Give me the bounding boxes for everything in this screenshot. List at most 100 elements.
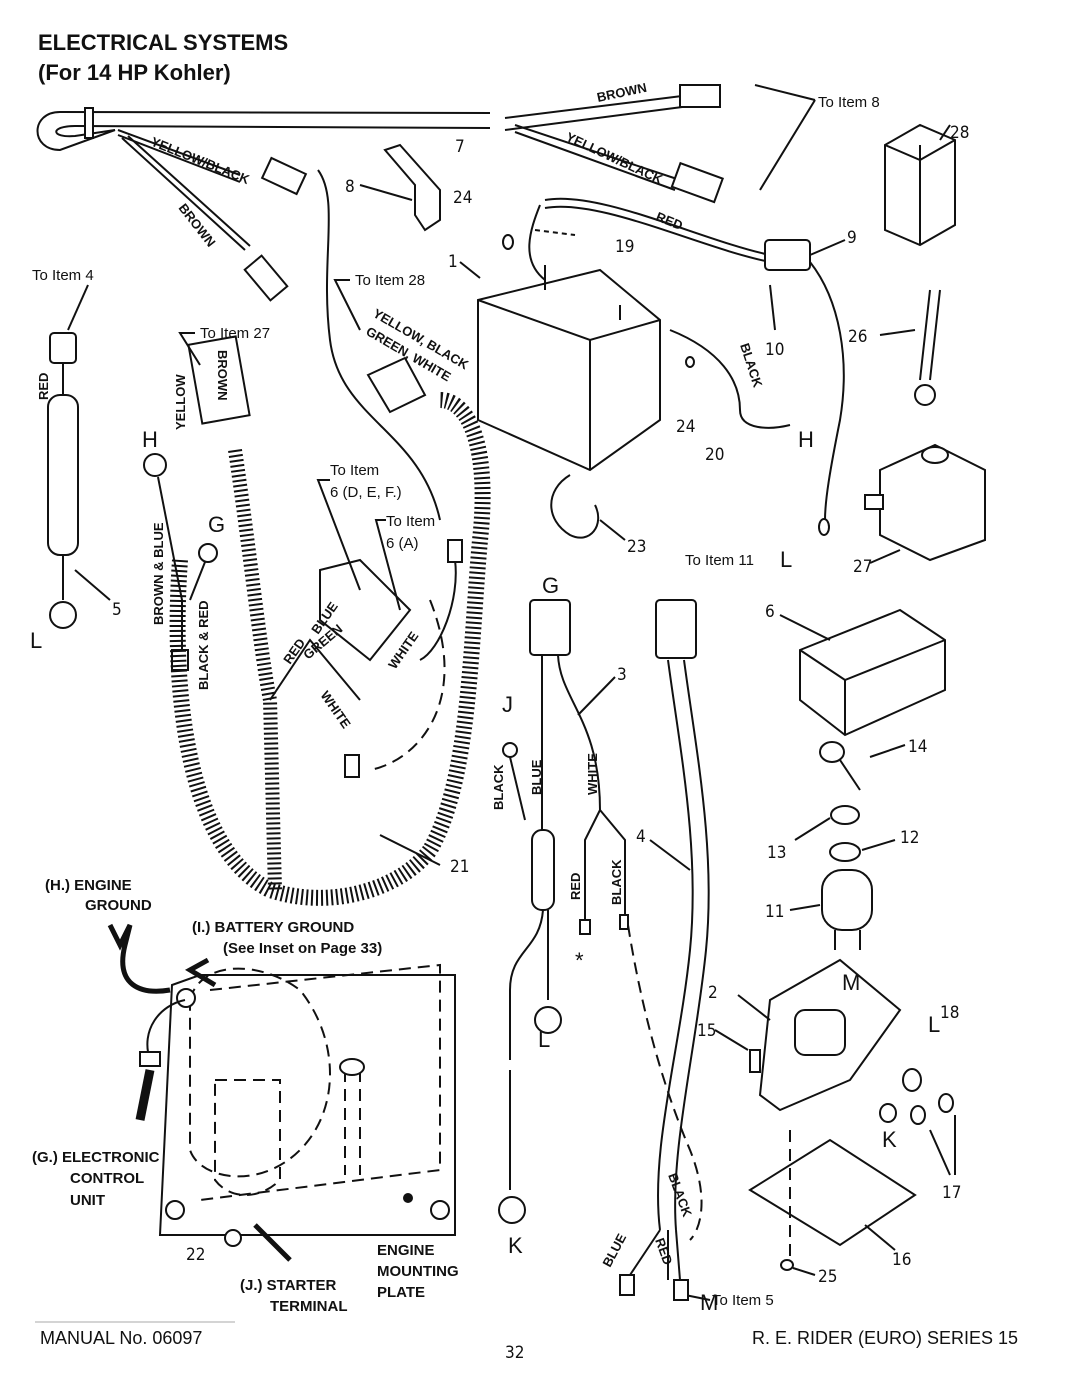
part-number-5: 5 — [112, 600, 122, 620]
part-number-11: 11 — [765, 902, 784, 922]
wire-label-white-harness-2: WHITE — [318, 688, 354, 731]
inset-engine-ground-1: (H.) ENGINE — [45, 877, 132, 894]
callout-to-item-6def-2: 6 (D, E, F.) — [330, 484, 402, 501]
key-14 — [819, 741, 861, 791]
wire-label-red-fuse: RED — [36, 373, 51, 400]
engine-mounting-plate-inset — [107, 923, 456, 1262]
part-number-17: 17 — [942, 1183, 961, 1203]
wiring-harness-21 — [169, 335, 491, 906]
letter-g-mid: G — [542, 573, 559, 598]
wire-label-red-4: RED — [652, 1236, 675, 1267]
nut-24-top — [502, 234, 514, 250]
inset-plate-1: ENGINE — [377, 1242, 435, 1259]
letter-m-bottom: M — [700, 1290, 718, 1315]
inset-ecu-3: UNIT — [70, 1192, 105, 1209]
footer-series: R. E. RIDER (EURO) SERIES 15 — [752, 1328, 1018, 1348]
fuse-holder-9 — [764, 239, 811, 271]
wire-label-black-battery: BLACK — [737, 341, 766, 389]
part-number-3: 3 — [617, 665, 627, 685]
callout-to-item-6a-2: 6 (A) — [386, 535, 419, 552]
wire-label-red-battery: RED — [654, 209, 685, 233]
decal-16 — [748, 1138, 917, 1247]
clip-26 — [919, 289, 941, 381]
letter-l-switch: L — [928, 1012, 940, 1037]
letter-g-left: G — [208, 512, 225, 537]
part-number-27: 27 — [853, 557, 872, 577]
letter-m-switch: M — [842, 970, 860, 995]
part-number-19: 19 — [615, 237, 634, 257]
part-number-18: 18 — [940, 1003, 959, 1023]
main-wire-harness-7 — [36, 84, 724, 521]
part-number-7: 7 — [455, 137, 465, 157]
cable-3 — [498, 599, 629, 1224]
footer-manual-number: MANUAL No. 06097 — [40, 1328, 202, 1348]
inset-ecu-1: (G.) ELECTRONIC — [32, 1149, 160, 1166]
part-number-2: 2 — [708, 983, 718, 1003]
inset-battery-ground-1: (I.) BATTERY GROUND — [192, 919, 354, 936]
cable-4 — [619, 599, 710, 1301]
part-number-13: 13 — [767, 843, 786, 863]
wire-label-white-g: WHITE — [585, 753, 600, 795]
nut-13 — [830, 805, 860, 825]
callout-to-item-6a-1: To Item — [386, 513, 435, 530]
nut-25 — [780, 1259, 794, 1271]
part-number-1: 1 — [448, 252, 458, 272]
part-number-25: 25 — [818, 1267, 837, 1287]
title-line2: (For 14 HP Kohler) — [38, 60, 231, 85]
switch-27 — [864, 443, 986, 562]
part-number-23: 23 — [627, 537, 646, 557]
callout-to-item-27: To Item 27 — [200, 325, 270, 342]
washer-18 — [902, 1068, 922, 1092]
letter-h-right: H — [798, 427, 814, 452]
letter-j-mid: J — [502, 692, 513, 717]
part-number-6: 6 — [765, 602, 775, 622]
part-number-9: 9 — [847, 228, 857, 248]
bracket-8 — [359, 143, 441, 232]
mounting-bracket-2 — [758, 958, 902, 1112]
wire-label-yellow-connector: YELLOW — [173, 374, 188, 430]
nut-22 — [224, 1229, 242, 1247]
wire-label-yellow-black-right: YELLOW/BLACK — [564, 129, 666, 187]
callout-to-item-5: To Item 5 — [712, 1292, 774, 1309]
callout-to-item-6def-1: To Item — [330, 462, 379, 479]
inset-starter-2: TERMINAL — [270, 1298, 348, 1315]
part-number-20: 20 — [705, 445, 724, 465]
letter-h-left: H — [142, 427, 158, 452]
part-number-10: 10 — [765, 340, 784, 360]
connector-6 — [799, 608, 946, 737]
asterisk-mark: * — [575, 948, 584, 973]
washer-12 — [829, 842, 861, 862]
wire-label-black-g2: BLACK — [609, 859, 624, 905]
callout-to-item-8: To Item 8 — [818, 94, 880, 111]
footer-page-number: 32 — [505, 1343, 524, 1363]
wire-label-yellow-black-left: YELLOW/BLACK — [149, 134, 252, 187]
letter-l-mid: L — [538, 1027, 550, 1052]
part-number-15: 15 — [697, 1021, 716, 1041]
part-number-14: 14 — [908, 737, 927, 757]
wire-label-black-g: BLACK — [491, 764, 506, 810]
clip-23 — [550, 474, 600, 539]
inset-engine-ground-2: GROUND — [85, 897, 152, 914]
part-number-12: 12 — [900, 828, 919, 848]
inset-plate-3: PLATE — [377, 1284, 425, 1301]
letter-k-switch: K — [882, 1127, 897, 1152]
relay-28 — [884, 123, 956, 247]
wire-label-brown-left: BROWN — [176, 201, 219, 250]
inset-battery-ground-2: (See Inset on Page 33) — [223, 940, 382, 957]
part-number-22: 22 — [186, 1245, 205, 1265]
letter-k-mid: K — [508, 1233, 523, 1258]
wire-label-black-red: BLACK & RED — [196, 600, 211, 690]
wire-label-brown-blue: BROWN & BLUE — [151, 522, 166, 625]
callout-to-item-4: To Item 4 — [32, 267, 94, 284]
part-number-4: 4 — [636, 827, 646, 847]
wire-label-brown-connector: BROWN — [215, 350, 230, 401]
inset-starter-1: (J.) STARTER — [240, 1277, 337, 1294]
part-number-21: 21 — [450, 857, 469, 877]
bolt-15 — [749, 1049, 761, 1073]
title-line1: ELECTRICAL SYSTEMS — [38, 30, 288, 55]
inset-plate-2: MOUNTING — [377, 1263, 459, 1280]
letter-l-right: L — [780, 547, 792, 572]
battery-1 — [477, 204, 661, 472]
part-number-24a: 24 — [453, 188, 472, 208]
